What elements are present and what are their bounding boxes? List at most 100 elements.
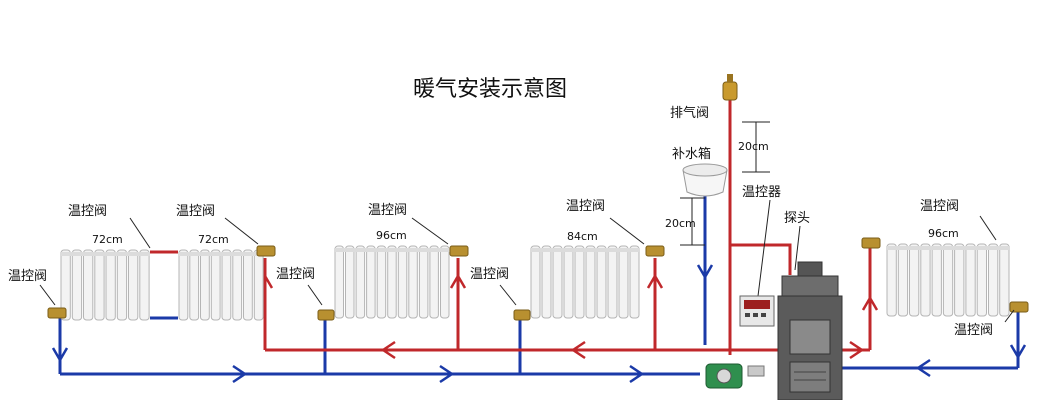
vent-valve (722, 74, 738, 101)
radiator-fin (897, 243, 909, 317)
water-tank (682, 163, 728, 197)
label-valve-r5-bottom: 温控阀 (954, 323, 993, 338)
valve-icon (256, 245, 276, 257)
pump (705, 363, 765, 389)
radiator-fin (596, 245, 607, 319)
label-valve-r2: 温控阀 (176, 204, 215, 219)
dimension-marks (680, 121, 770, 246)
radiator-fin (94, 249, 105, 321)
label-vent-valve: 排气阀 (670, 105, 709, 121)
size-r4: 84cm (567, 230, 598, 243)
return-arrow (439, 364, 455, 384)
labels: 温控阀 温控阀 温控阀 温控阀 温控阀 温控阀 温控阀 温控阀 温控阀 排气阀 … (8, 105, 993, 338)
valve-icon (645, 245, 665, 257)
radiator-fin (243, 249, 253, 321)
radiators (60, 243, 1010, 321)
radiator-fin (954, 243, 965, 317)
radiator-fin (965, 243, 976, 317)
radiator-fin (530, 245, 541, 319)
radiator-fin (976, 243, 988, 317)
radiator-fin (105, 249, 116, 321)
label-valve-r4-return: 温控阀 (470, 267, 509, 282)
radiator-header (60, 252, 150, 256)
radiator-fin (886, 243, 897, 317)
radiator-fin (552, 245, 563, 319)
size-r3: 96cm (376, 229, 407, 242)
label-valve-r5-top: 温控阀 (920, 199, 959, 214)
radiator-fin (618, 245, 629, 319)
supply-arrow (849, 340, 865, 360)
supply-arrow (646, 273, 664, 289)
size-r1: 72cm (92, 233, 123, 246)
label-thermostat: 温控器 (742, 185, 781, 200)
label-water-tank: 补水箱 (672, 146, 711, 162)
radiator-header (334, 248, 450, 252)
radiator-fin (139, 249, 150, 321)
radiator-fin (942, 243, 954, 317)
radiator-header (530, 248, 640, 252)
radiator-fin (232, 249, 243, 321)
label-probe: 探头 (784, 211, 810, 226)
radiator-fin (71, 249, 83, 321)
radiator-fin (429, 245, 439, 319)
label-valve-r3: 温控阀 (368, 203, 407, 218)
radiator-fin (366, 245, 376, 319)
radiator-fin (563, 245, 574, 319)
radiator-fin (585, 245, 596, 319)
radiator-fin (128, 249, 139, 321)
radiator-fin (541, 245, 552, 319)
radiator-r1 (60, 249, 150, 321)
radiator-fin (178, 249, 189, 321)
size-r2: 72cm (198, 233, 229, 246)
radiator-fin (607, 245, 618, 319)
boiler-branch (730, 243, 792, 275)
valve-icon (861, 237, 881, 249)
radiator-fin (574, 245, 585, 319)
radiator-fin (210, 249, 221, 321)
radiator-fin (376, 245, 387, 319)
return-arrow (51, 347, 69, 363)
supply-arrow (449, 273, 467, 289)
valves (47, 237, 1029, 321)
radiator-fin (116, 249, 128, 321)
label-valve-r1: 温控阀 (68, 204, 107, 219)
radiator-fin (253, 249, 264, 321)
radiator-fin (988, 243, 999, 317)
valve-icon (449, 245, 469, 257)
radiator-r3 (334, 245, 450, 319)
radiator-fin (999, 243, 1010, 317)
radiator-r2 (178, 249, 264, 321)
return-arrow (629, 364, 645, 384)
radiator-fin (920, 243, 931, 317)
radiator-r5 (886, 243, 1010, 317)
return-arrow (232, 364, 248, 384)
radiator-fin (408, 245, 418, 319)
radiator-fin (629, 245, 640, 319)
radiator-fin (418, 245, 429, 319)
size-r5: 96cm (928, 227, 959, 240)
valve-icon (317, 309, 335, 321)
radiator-fin (397, 245, 408, 319)
size-tank-height: 20cm (665, 217, 696, 230)
supply-arrow (570, 340, 586, 360)
radiator-fin (931, 243, 942, 317)
supply-arrow (861, 295, 879, 311)
boiler (777, 261, 843, 401)
radiator-header (178, 252, 264, 256)
diagram-title: 暖气安装示意图 (413, 77, 567, 102)
thermostat-controller (739, 295, 775, 327)
radiator-fin (345, 245, 355, 319)
radiator-fin (60, 249, 71, 321)
radiator-fin (355, 245, 366, 319)
radiator-header (886, 246, 1010, 250)
radiator-fin (387, 245, 397, 319)
radiator-r4 (530, 245, 640, 319)
label-pointers (39, 199, 1015, 323)
radiator-fin (440, 245, 450, 319)
radiator-fin (200, 249, 210, 321)
supply-arrow (380, 340, 396, 360)
return-arrows (51, 264, 1027, 384)
return-arrow (696, 264, 714, 280)
